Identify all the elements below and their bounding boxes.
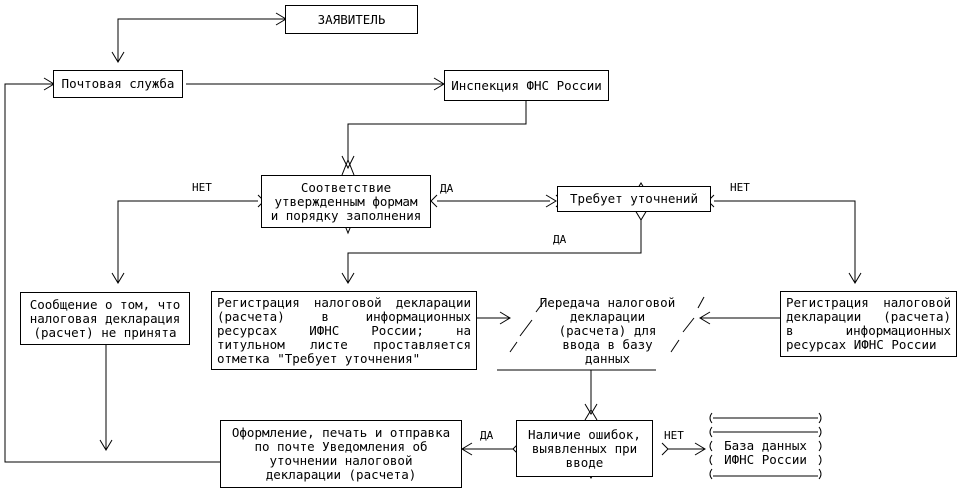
- edge-notification-postal: [4, 83, 220, 463]
- notification-node: Оформление, печать и отправка по почте У…: [220, 420, 462, 488]
- clarification-decision: Требует уточнений: [557, 186, 711, 212]
- label-clarification-yes: ДА: [553, 233, 567, 246]
- arrow-errors-in: [584, 403, 598, 415]
- label-compliance-no: НЕТ: [192, 181, 212, 194]
- edge-compliance-no: [117, 200, 258, 283]
- arrow-postal-in: [111, 51, 125, 63]
- arrow-notaccepted-in: [111, 272, 125, 284]
- label-compliance-yes: ДА: [440, 182, 454, 195]
- label-errors-no: НЕТ: [664, 429, 684, 442]
- arrow-database-in: [694, 442, 706, 456]
- register-with-mark-node: Регистрация налоговой декларации (расчет…: [211, 291, 477, 370]
- arrow-notification-from-left: [99, 439, 113, 451]
- not-accepted-message-node: Сообщение о том, что налоговая деклараци…: [20, 292, 190, 345]
- edge-clarification-yes: [347, 220, 642, 283]
- edge-clarification-no: [714, 200, 856, 283]
- postal-service-node: Почтовая служба: [53, 70, 183, 98]
- fns-inspection-node: Инспекция ФНС России: [444, 70, 609, 101]
- label-clarification-no: НЕТ: [730, 181, 750, 194]
- label-errors-yes: ДА: [480, 429, 494, 442]
- database-node: База данных ИФНС России: [724, 438, 807, 467]
- edge-applicant-postal: [117, 18, 285, 62]
- compliance-decision: Соответствие утвержденным формам и поряд…: [261, 175, 431, 228]
- transfer-to-db-node: Передача налоговой декларации (расчета) …: [539, 295, 676, 366]
- arrow-register-simple-in: [848, 272, 862, 284]
- arrow-compliance-in: [341, 155, 355, 170]
- arrow-clarification-in: [545, 194, 557, 208]
- applicant-node: ЗАЯВИТЕЛЬ: [285, 5, 418, 34]
- arrow-notification-in: [461, 442, 473, 456]
- database-symbol: [709, 412, 822, 480]
- edge-inspection-compliance: [347, 101, 527, 160]
- arrow-transfer-in-left: [499, 311, 511, 325]
- errors-decision: Наличие ошибок, выявленных при вводе: [516, 420, 653, 477]
- arrow-transfer-in-right: [699, 311, 711, 325]
- arrow-register-mark-in: [341, 272, 355, 284]
- register-simple-node: Регистрация налоговой декларации (расчет…: [780, 291, 957, 357]
